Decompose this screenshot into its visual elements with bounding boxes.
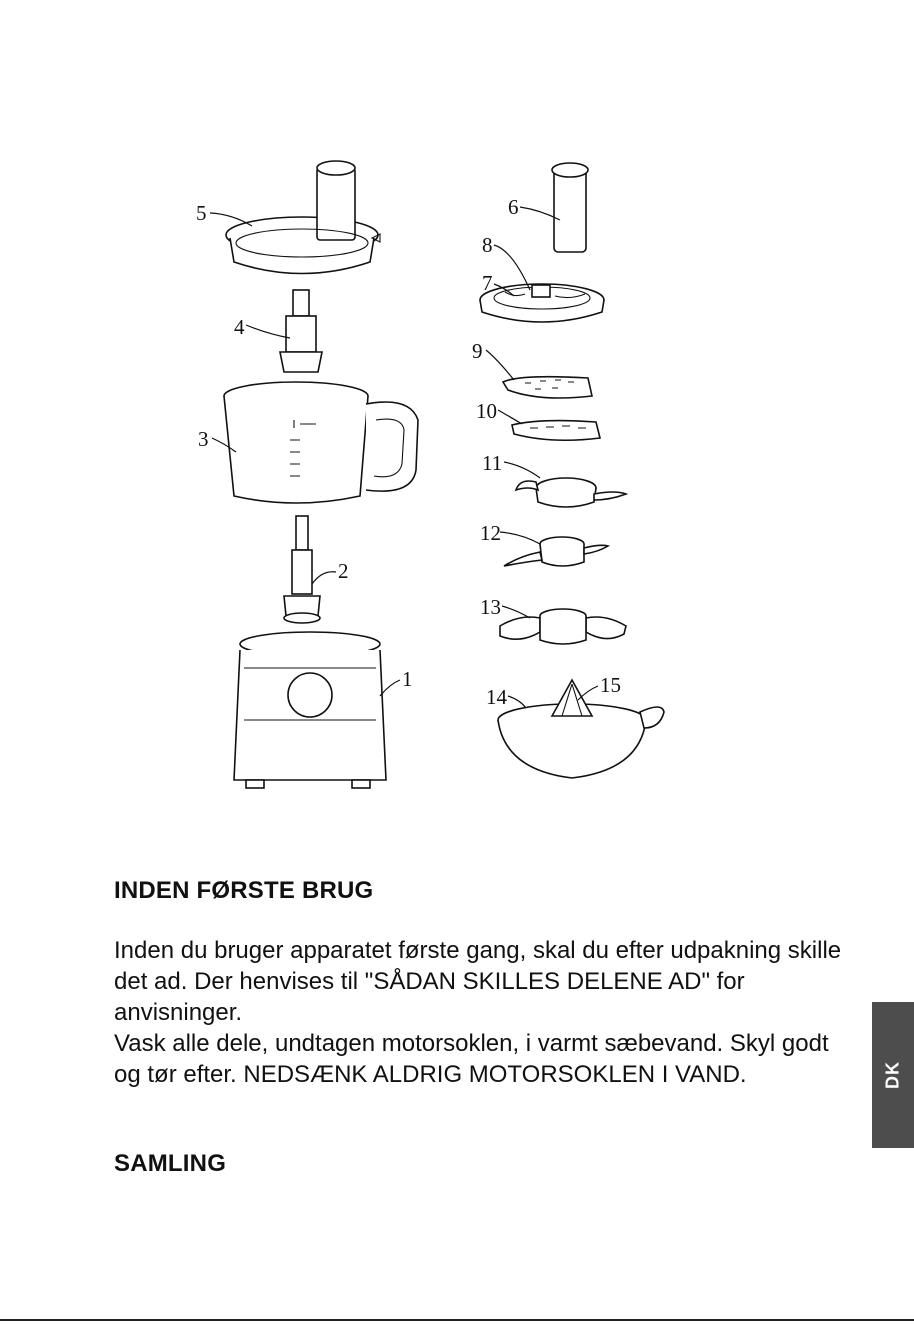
label-7: 7 (482, 271, 493, 295)
leader-line (497, 409, 523, 425)
label-10: 10 (476, 399, 497, 423)
leader-line (493, 244, 531, 291)
part-14-15-citrus-press (497, 678, 665, 779)
label-4: 4 (234, 315, 245, 339)
leader-line (507, 695, 527, 709)
leader-line (245, 324, 291, 339)
part-9-grater-disc (501, 375, 593, 399)
leader-line (211, 437, 237, 453)
label-11: 11 (482, 451, 502, 475)
first-use-paragraph-2: Vask alle dele, undtagen motorsoklen, i … (114, 1030, 829, 1088)
leader-line (379, 679, 401, 697)
part-3-bowl (223, 381, 419, 504)
part-11-blade (514, 477, 629, 508)
exploded-parts-diagram: 1 2 3 4 5 6 7 8 9 10 11 12 13 14 15 (196, 160, 665, 789)
part-12-blade (503, 536, 611, 567)
label-2: 2 (338, 559, 349, 583)
section-heading-first-use: INDEN FØRSTE BRUG (114, 877, 374, 904)
label-9: 9 (472, 339, 483, 363)
leader-line (501, 605, 531, 619)
leader-line (485, 349, 515, 381)
label-5: 5 (196, 201, 207, 225)
part-10-slicer-disc (511, 419, 601, 442)
section-heading-assembly: SAMLING (114, 1150, 227, 1177)
label-14: 14 (486, 685, 508, 709)
part-6-pusher (551, 162, 589, 253)
leader-line (503, 461, 541, 479)
leader-line (577, 685, 599, 701)
part-5-lid (225, 160, 381, 275)
label-13: 13 (480, 595, 501, 619)
label-12: 12 (480, 521, 501, 545)
part-7-8-disc (479, 283, 605, 323)
part-2-spindle (283, 515, 321, 624)
label-6: 6 (508, 195, 519, 219)
language-tab: DK (872, 1002, 914, 1148)
leader-line (209, 212, 253, 227)
label-15: 15 (600, 673, 621, 697)
leader-line (493, 283, 515, 297)
label-3: 3 (198, 427, 209, 451)
language-tab-label: DK (882, 1061, 903, 1089)
part-13-emulsifying-disc (499, 608, 627, 645)
bottom-rule (0, 1319, 914, 1321)
label-8: 8 (482, 233, 493, 257)
part-1-motor-base (233, 631, 387, 789)
leader-line (311, 571, 337, 585)
first-use-paragraph-1: Inden du bruger apparatet første gang, s… (114, 937, 842, 1026)
leader-line (519, 206, 561, 221)
part-4-coupling (279, 289, 323, 373)
leader-line (499, 531, 541, 545)
label-1: 1 (402, 667, 413, 691)
